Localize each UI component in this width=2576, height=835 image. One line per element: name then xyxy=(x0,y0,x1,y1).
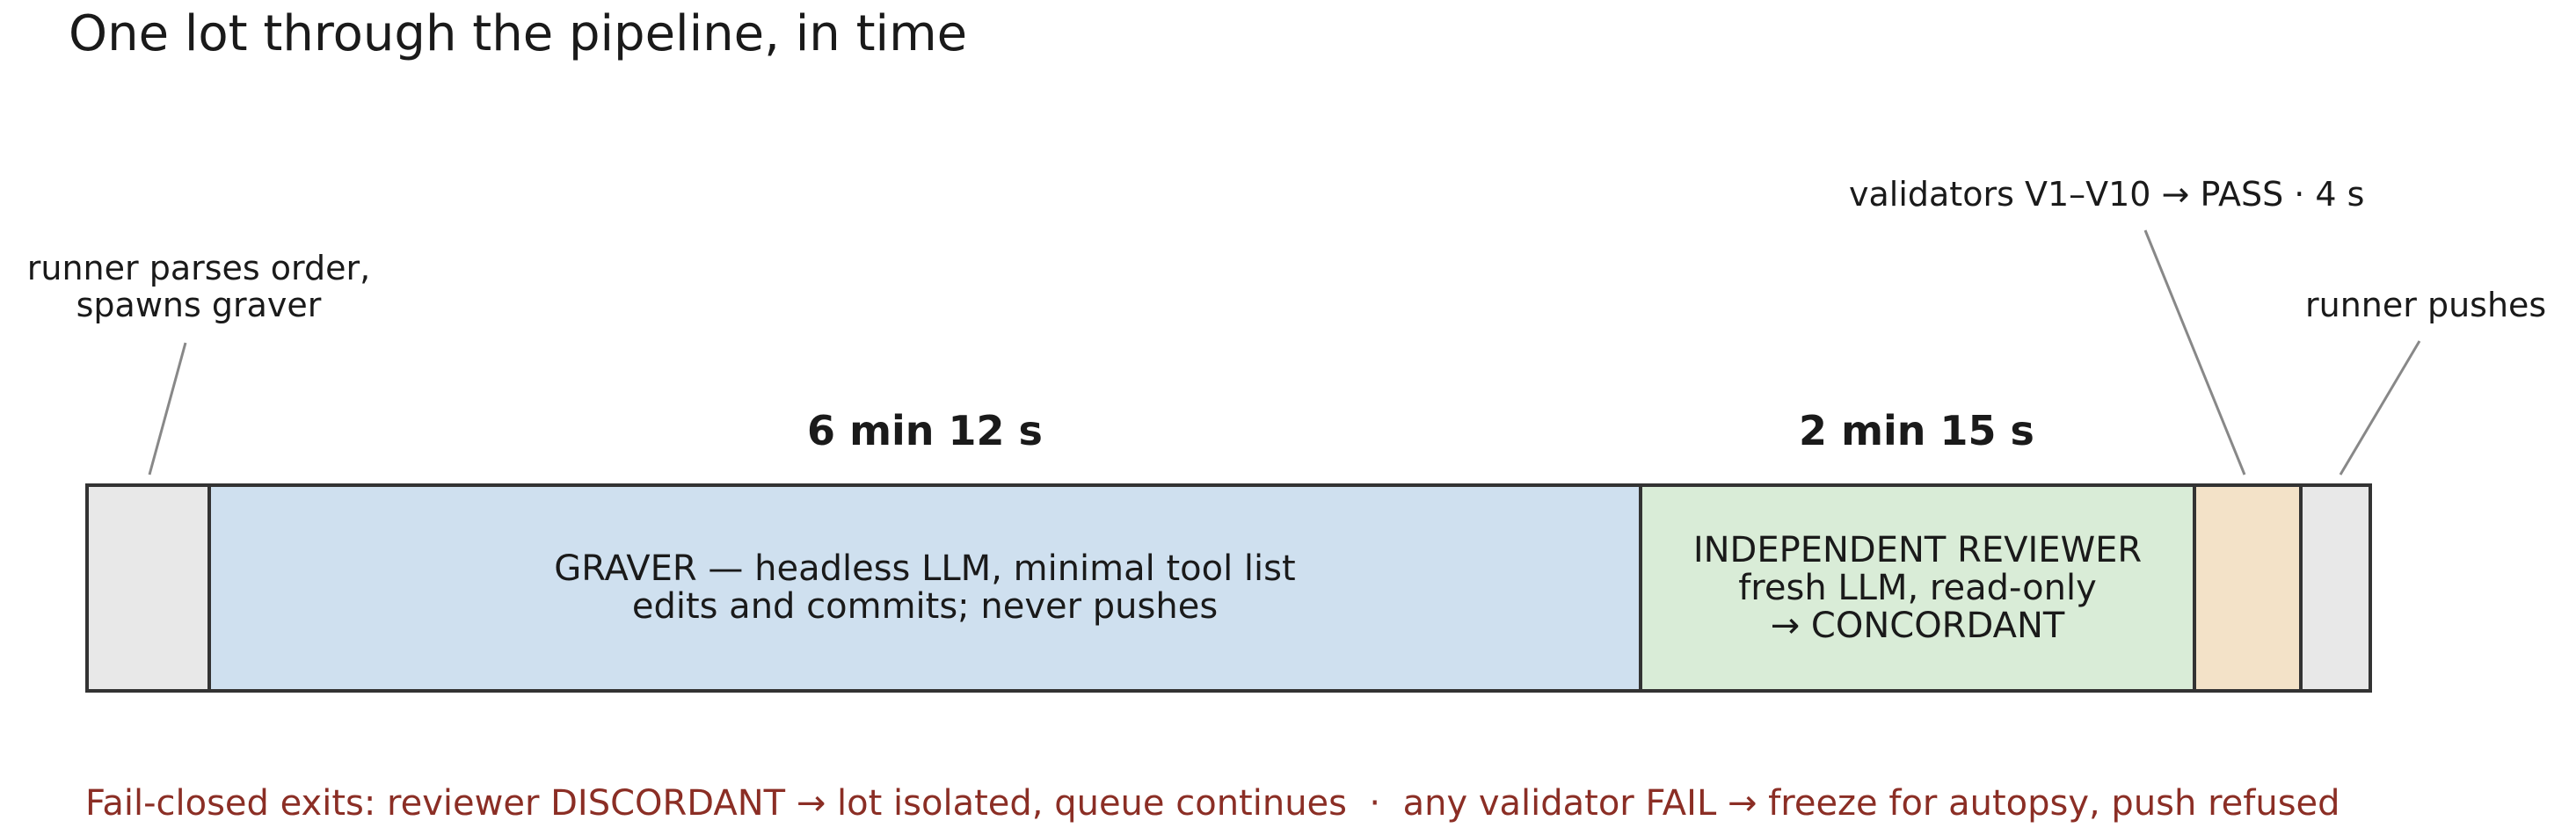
reviewer-duration-label: 2 min 15 s xyxy=(1799,407,2034,454)
graver-duration-label: 6 min 12 s xyxy=(807,407,1043,454)
runner-parse-leader xyxy=(148,342,187,476)
reviewer-line-1: INDEPENDENT REVIEWER xyxy=(1692,529,2143,570)
runner-push-leader xyxy=(2339,340,2421,476)
reviewer-line-3: → CONCORDANT xyxy=(1770,605,2065,646)
fail-closed-note: Fail-closed exits: reviewer DISCORDANT →… xyxy=(85,783,2340,824)
validators-annotation: validators V1–V10 → PASS · 4 s xyxy=(1849,175,2365,214)
runner-push-annotation: runner pushes xyxy=(2305,286,2547,324)
reviewer-segment: INDEPENDENT REVIEWER fresh LLM, read-onl… xyxy=(1639,483,2196,693)
reviewer-line-2: fresh LLM, read-only xyxy=(1738,567,2097,608)
runner-parse-line-2: spawns graver xyxy=(76,286,322,324)
runner-parse-line-1: runner parses order, xyxy=(26,249,371,287)
diagram-title: One lot through the pipeline, in time xyxy=(69,5,968,62)
runner-parse-annotation: runner parses order, spawns graver xyxy=(0,250,397,323)
runner-parse-segment xyxy=(85,483,211,693)
graver-line-2: edits and commits; never pushes xyxy=(631,586,1219,627)
runner-push-segment xyxy=(2299,483,2372,693)
graver-segment: GRAVER — headless LLM, minimal tool list… xyxy=(207,483,1642,693)
validators-segment xyxy=(2193,483,2303,693)
graver-line-1: GRAVER — headless LLM, minimal tool list xyxy=(554,548,1296,589)
